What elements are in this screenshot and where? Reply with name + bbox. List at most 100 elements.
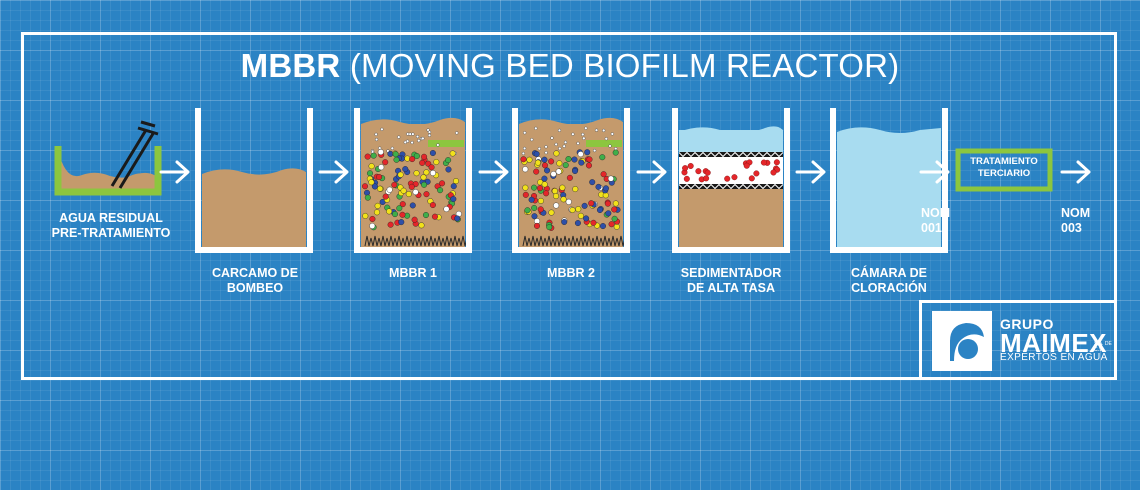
arrow-right-icon [636,160,667,184]
terciario-box [955,148,1053,192]
air-bubble [608,144,612,148]
title-bold: MBBR [240,47,341,84]
air-bubble [593,148,597,153]
biofilm-carrier [362,183,369,190]
label-carcamo: CARCAMO DE BOMBEO [211,266,299,295]
diffuser [578,235,588,247]
biofilm-carrier [541,175,548,182]
air-bubble [523,131,527,135]
air-bubble [415,134,420,139]
biofilm-carrier [612,149,619,156]
air-bubble [380,127,384,131]
biofilm-carrier [368,179,375,186]
biofilm-carrier [533,168,540,175]
biofilm-carrier [437,187,444,194]
air-bubble [521,151,526,156]
diffuser [594,235,604,247]
air-bubble [530,137,534,142]
biofilm-carrier [439,180,446,187]
pipe-icon [110,120,159,189]
biofilm-carrier [551,188,558,195]
biofilm-carrier [602,185,609,192]
air-bubble [563,140,568,144]
arrow-right-icon [478,160,509,184]
biofilm-carrier [589,179,596,186]
diffuser [602,235,612,247]
company-logo: GRUPO MAIMEX S.A. DE C.V. EXPERTOS EN AG… [919,300,1117,380]
biofilm-carrier [544,167,551,174]
biofilm-carrier [583,215,590,222]
label-camara: CÁMARA DE CLORACIÓN [851,266,927,295]
diffuser [364,235,374,247]
biofilm-carrier [369,222,376,229]
biofilm-carrier [612,200,619,207]
biofilm-carrier [429,170,436,177]
label-terciario: TRATAMIENTO TERCIARIO [970,156,1038,179]
carcamo-tank [195,108,313,253]
biofilm-carrier [522,166,529,173]
biofilm-carrier [409,156,416,163]
biofilm-carrier [537,206,544,213]
biofilm-carrier [398,219,405,226]
biofilm-carrier [396,205,403,212]
diffuser [522,235,532,247]
biofilm-carrier [391,211,398,218]
suspended-particle [760,159,767,166]
biofilm-carrier [536,185,543,192]
biofilm-carrier [402,166,409,173]
biofilm-carrier [531,213,538,220]
biofilm-carrier [433,159,440,166]
air-bubble [427,133,432,137]
biofilm-carrier [370,152,377,159]
air-bubble [544,145,548,149]
air-bubble [417,139,421,143]
biofilm-carrier [405,191,412,198]
biofilm-carrier [550,171,557,178]
biofilm-carrier [548,158,555,165]
suspended-particle [770,169,777,176]
suspended-particle [695,168,702,175]
label-mbbr2: MBBR 2 [547,266,595,280]
air-bubble [534,126,538,130]
biofilm-carrier [422,212,429,219]
diffusers-1 [364,235,470,247]
biofilm-carrier [588,200,595,207]
diagram-title: MBBR (MOVING BED BIOFILM REACTOR) [0,46,1140,86]
air-bubble [562,144,566,148]
biofilm-carrier [607,175,614,182]
suspended-particle [703,175,710,182]
biofilm-carrier [377,149,384,156]
biofilm-carrier [574,220,581,227]
logo-maimex: MAIMEX [1000,328,1107,358]
biofilm-carrier [429,150,436,157]
air-bubble [604,137,608,141]
suspended-particle [731,174,738,181]
biofilm-carrier [412,189,419,196]
suspended-particle [724,175,731,182]
biofilm-carrier [531,204,538,211]
biofilm-carrier [585,162,592,169]
diffuser [610,235,620,247]
air-bubble [374,137,379,142]
biofilm-carrier [590,219,597,226]
biofilm-carrier [449,150,456,157]
biofilm-carrier [454,215,461,222]
diffuser [586,235,596,247]
diffuser [444,235,454,247]
biofilm-carrier [581,202,588,209]
air-bubble [582,136,586,140]
biofilm-carrier [399,211,406,218]
biofilm-carrier [560,196,567,203]
sediment-media [681,159,781,183]
biofilm-carrier [374,202,381,209]
biofilm-carrier [392,151,399,158]
diffuser [554,235,564,247]
arrow-right-icon [795,160,826,184]
air-bubble [427,130,432,134]
biofilm-carrier [575,206,582,213]
diffuser [380,235,390,247]
logo-text: GRUPO MAIMEX [1000,317,1107,358]
biofilm-carrier [377,185,384,192]
diffuser [388,235,398,247]
biofilm-carrier [611,215,618,222]
